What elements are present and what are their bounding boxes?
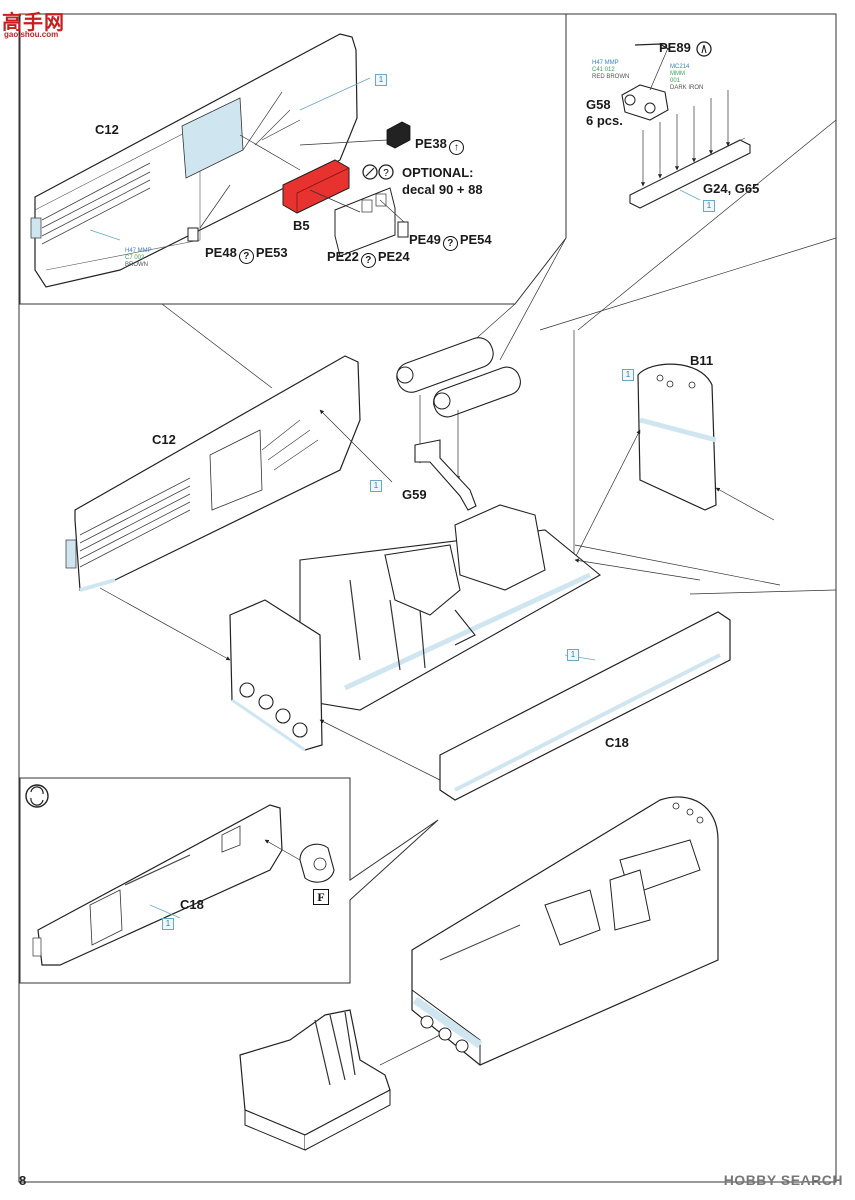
seat-back <box>454 504 546 591</box>
label-pe38: PE38↑ <box>415 136 466 155</box>
colour-tag-c12-top: 1 <box>375 74 387 86</box>
inset-top-left: ? <box>19 13 567 305</box>
assembled-fuselage <box>411 796 719 1066</box>
paint-brown: H47 MMP C7 002 BROWN <box>125 248 152 269</box>
pe54-text: PE54 <box>459 232 492 247</box>
seat <box>384 544 461 616</box>
svg-text:?: ? <box>383 168 389 179</box>
paint-red-brown: H47 MMP C41 012 RED BROWN <box>592 60 629 81</box>
c18-main-panel <box>439 611 731 801</box>
paint-brown-b: C7 002 <box>125 255 145 261</box>
site-logo: 高手网 gao.shou.com <box>2 6 72 40</box>
pe38-text: PE38 <box>415 136 447 151</box>
label-g58: G58 <box>586 97 611 112</box>
paint-dark-iron-b: MMM <box>670 71 685 77</box>
b5-red-part <box>282 159 350 214</box>
g58-part <box>621 84 669 121</box>
paint-red-brown-b: C41 012 <box>592 67 615 73</box>
paint-dark-iron: MC214 MMM 001 DARK IRON <box>670 64 703 92</box>
pe49-question-icon: ? <box>442 236 458 251</box>
colour-tag-c18: 1 <box>567 649 579 661</box>
ammo-drums <box>396 337 521 418</box>
label-c18-inset: C18 <box>180 897 204 912</box>
logo-main: 高手网 <box>2 10 65 34</box>
pe49-text: PE49 <box>409 232 441 247</box>
paint-dark-iron-a: MC214 <box>670 64 690 70</box>
label-g59: G59 <box>402 487 427 502</box>
main-assembly <box>65 337 837 801</box>
c18-inset-panel <box>37 804 283 966</box>
label-pe48-pe53: PE48?PE53 <box>205 245 288 264</box>
label-c12-main: C12 <box>152 432 176 447</box>
colour-tag-b11: 1 <box>622 369 634 381</box>
pe89-fold-icon <box>696 41 712 57</box>
pe24-text: PE24 <box>377 249 410 264</box>
page-number: 8 <box>19 1173 27 1188</box>
colour-tag-rail: 1 <box>703 200 715 212</box>
label-c12-top: C12 <box>95 122 119 137</box>
label-b5: B5 <box>293 218 310 233</box>
inset-f-box: F <box>313 889 329 905</box>
label-pe49-pe54: PE49?PE54 <box>409 232 492 251</box>
paint-brown-c: BROWN <box>125 262 148 268</box>
label-optional-2: decal 90 + 88 <box>402 182 483 197</box>
b11-bulkhead <box>637 363 717 511</box>
rail-part <box>629 139 751 209</box>
colour-tag-c18-inset: 1 <box>162 918 174 930</box>
seat-closeup <box>239 1009 441 1151</box>
pe38-fold-icon: ↑ <box>448 140 464 155</box>
label-g24-g65: G24, G65 <box>703 181 760 196</box>
paint-dark-iron-c: 001 <box>670 78 681 84</box>
pe48-question-icon: ? <box>238 249 254 264</box>
label-optional-1: OPTIONAL: <box>402 165 474 180</box>
paint-brown-a: H47 MMP <box>125 248 152 254</box>
watermark: HOBBY SEARCH <box>723 1172 843 1188</box>
optional-icon <box>378 164 394 180</box>
label-g58-qty: 6 pcs. <box>586 113 623 128</box>
paint-red-brown-a: H47 MMP <box>592 60 619 66</box>
pe22-text: PE22 <box>327 249 359 264</box>
logo-sub: gao.shou.com <box>4 30 59 39</box>
paint-dark-iron-d: DARK IRON <box>670 85 704 91</box>
paint-red-brown-c: RED BROWN <box>592 74 630 80</box>
label-b11: B11 <box>690 353 714 368</box>
label-pe22-pe24: PE22?PE24 <box>327 249 410 268</box>
pe22-question-icon: ? <box>360 253 376 268</box>
g59-part <box>414 439 477 511</box>
pe53-text: PE53 <box>255 245 288 260</box>
pe48-text: PE48 <box>205 245 237 260</box>
label-pe89: PE89 <box>659 40 691 55</box>
rotate-icon <box>25 784 49 808</box>
label-c18-main: C18 <box>605 735 629 750</box>
inset-top-right <box>621 41 751 209</box>
inset-bottom-left <box>19 777 439 984</box>
colour-tag-g59: 1 <box>370 480 382 492</box>
